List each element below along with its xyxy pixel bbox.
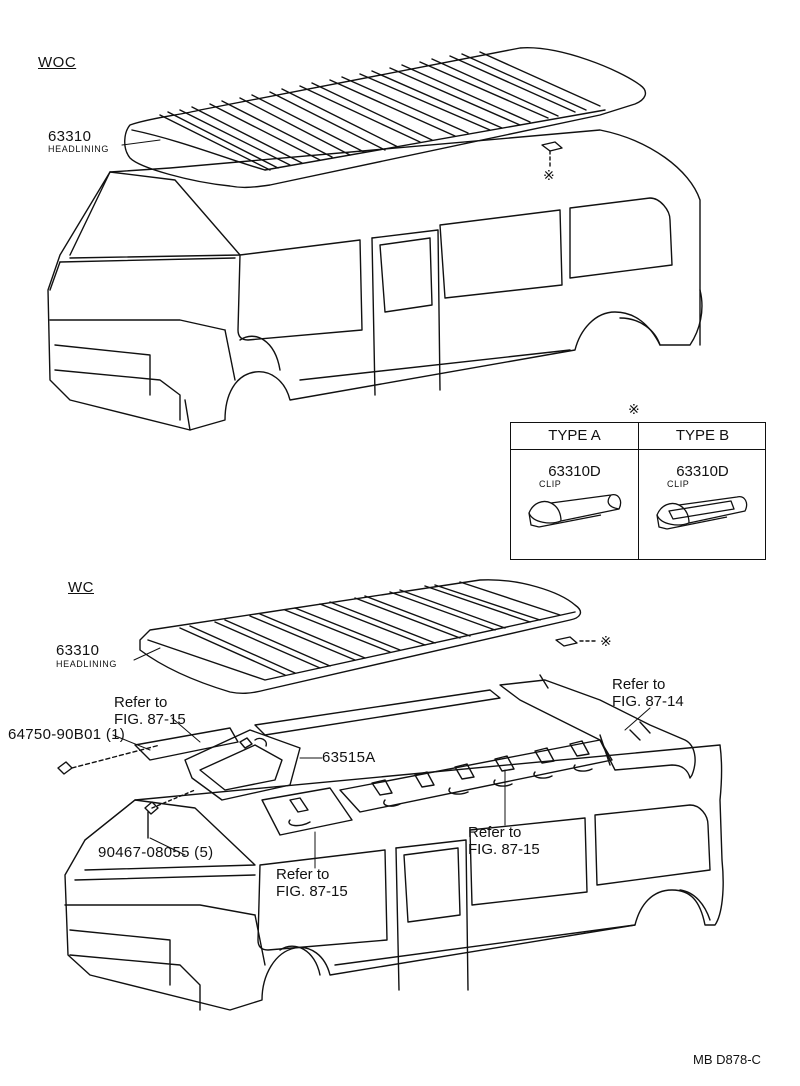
clip-marker-wc: ※ bbox=[600, 633, 612, 649]
type-b-header: TYPE B bbox=[639, 423, 766, 450]
type-a-part-number: 63310D bbox=[548, 463, 601, 480]
type-b-clip-drawing bbox=[656, 496, 748, 530]
clip-marker-woc: ※ bbox=[543, 167, 555, 183]
headlining-woc bbox=[124, 47, 647, 189]
refer-to-fig-87-15-left: Refer to FIG. 87-15 bbox=[114, 694, 186, 728]
bolt-part-number: 90467-08055 (5) bbox=[98, 844, 214, 861]
headlining-part-number-wc: 63310 bbox=[56, 642, 100, 659]
clip-type-a-cell: TYPE A 63310D CLIP bbox=[511, 423, 639, 559]
type-a-part-name: CLIP bbox=[539, 479, 562, 489]
refer-to-fig-87-15-center: Refer to FIG. 87-15 bbox=[468, 824, 540, 858]
section-label-woc: WOC bbox=[38, 54, 77, 71]
clip-wc bbox=[555, 636, 599, 647]
headlining-part-number-woc: 63310 bbox=[48, 128, 92, 145]
van-body-wc bbox=[64, 744, 724, 1011]
clip-type-table: TYPE A 63310D CLIP TYPE B 63310D CLIP bbox=[510, 422, 766, 560]
type-b-part-number: 63310D bbox=[676, 463, 729, 480]
drawing-code: MB D878-C bbox=[693, 1052, 761, 1067]
headlining-wc bbox=[139, 579, 582, 695]
refer-to-fig-87-15-bottom: Refer to FIG. 87-15 bbox=[276, 866, 348, 900]
clip-woc bbox=[541, 141, 563, 169]
roof-frame bbox=[57, 674, 696, 839]
type-a-clip-drawing bbox=[528, 494, 622, 528]
refer-to-fig-87-14: Refer to FIG. 87-14 bbox=[612, 676, 684, 710]
headlining-part-name-woc: HEADLINING bbox=[48, 144, 110, 154]
bracket-part-number: 63515A bbox=[322, 749, 376, 766]
clip-table-marker: ※ bbox=[628, 401, 640, 417]
screw-part-number: 64750-90B01 (1) bbox=[8, 726, 126, 743]
section-label-wc: WC bbox=[68, 579, 94, 596]
leader-lines bbox=[112, 139, 651, 869]
clip-type-b-cell: TYPE B 63310D CLIP bbox=[639, 423, 766, 559]
type-a-header: TYPE A bbox=[511, 423, 638, 450]
type-b-part-name: CLIP bbox=[667, 479, 690, 489]
van-body-woc bbox=[47, 129, 703, 431]
headlining-part-name-wc: HEADLINING bbox=[56, 659, 118, 669]
